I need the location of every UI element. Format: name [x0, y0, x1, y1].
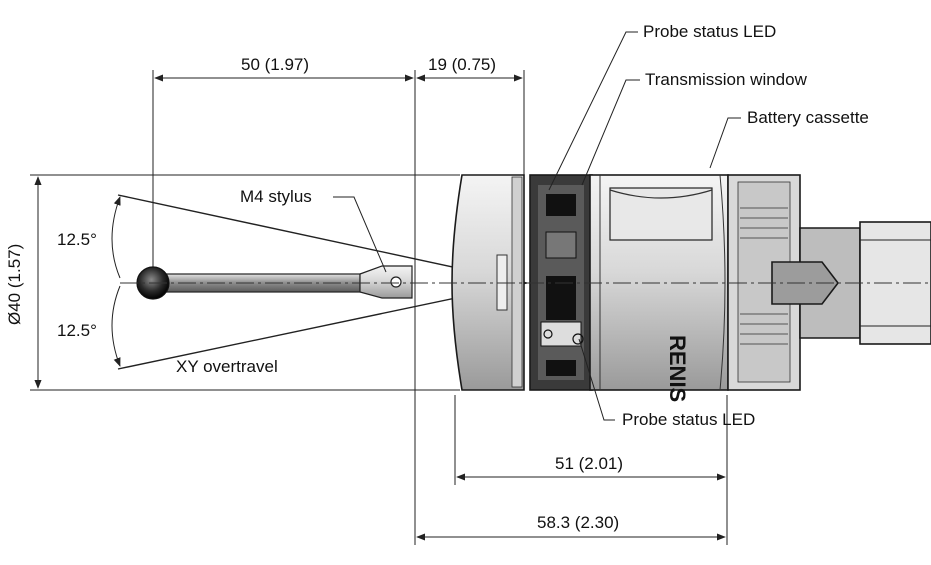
leader-lines [333, 31, 741, 421]
dim-label-front-section: 19 (0.75) [428, 55, 497, 74]
dim-label-body-length: 51 (2.01) [555, 454, 624, 473]
angle-arc-lower [111, 285, 121, 367]
callout-xy-overtravel: XY overtravel [176, 357, 278, 376]
extension-lines [30, 70, 728, 545]
angle-label-lower: 12.5° [57, 321, 97, 340]
dim-label-stylus-length: 50 (1.97) [241, 55, 310, 74]
cassette-ribs [740, 207, 788, 345]
dimension-lines [34, 74, 726, 541]
dim-label-diameter: Ø40 (1.57) [5, 243, 24, 325]
angle-arc-upper [111, 196, 121, 279]
callout-probe-status-led-top: Probe status LED [643, 22, 777, 41]
dim-label-overall-length: 58.3 (2.30) [537, 513, 620, 532]
brand-lettering: RENIS [665, 335, 690, 402]
callout-m4-stylus: M4 stylus [240, 187, 312, 206]
angle-label-upper: 12.5° [57, 230, 97, 249]
callout-probe-status-led-bottom: Probe status LED [622, 410, 756, 429]
callout-transmission-window: Transmission window [645, 70, 807, 89]
callout-battery-cassette: Battery cassette [747, 108, 869, 127]
